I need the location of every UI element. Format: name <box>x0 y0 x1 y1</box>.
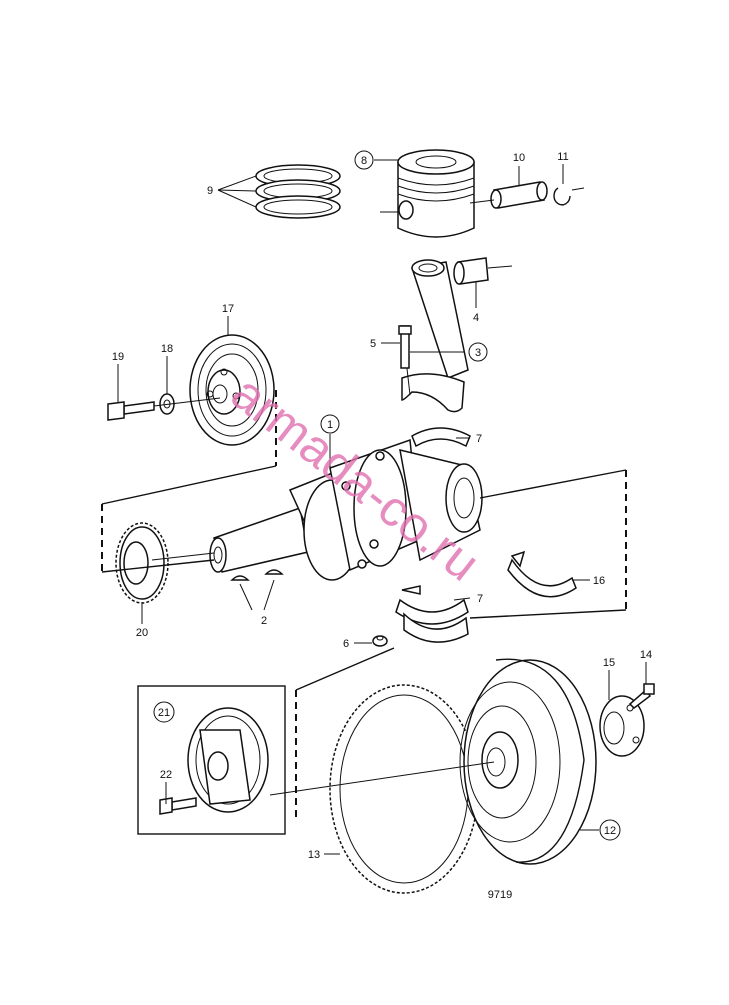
callout-19: 19 <box>112 351 124 363</box>
svg-text:12: 12 <box>604 825 616 837</box>
callout-3: 3 <box>468 342 488 362</box>
woodruff-keys <box>230 569 284 581</box>
callout-2: 2 <box>261 615 267 627</box>
small-end-bushing <box>453 257 513 285</box>
crank-pulley <box>189 334 275 446</box>
callout-10: 10 <box>513 152 525 164</box>
callout-6: 6 <box>343 638 349 650</box>
circlip <box>553 187 585 206</box>
callout-22: 22 <box>160 769 172 781</box>
callout-13: 13 <box>308 849 320 861</box>
piston-pin <box>469 181 548 209</box>
svg-text:21: 21 <box>158 707 170 719</box>
callout-7-upper: 7 <box>476 433 482 445</box>
callout-9: 9 <box>207 185 213 197</box>
assembly-outline <box>101 390 627 820</box>
callout-7-lower: 7 <box>477 593 483 605</box>
flywheel <box>269 658 597 865</box>
callout-20: 20 <box>136 627 148 639</box>
callout-16: 16 <box>593 575 605 587</box>
callout-11: 11 <box>557 151 568 163</box>
callout-5: 5 <box>370 338 376 350</box>
svg-text:3: 3 <box>475 347 481 359</box>
svg-text:8: 8 <box>361 155 367 167</box>
flywheel-bolt <box>628 683 655 709</box>
figure-number: 9719 <box>488 889 512 901</box>
crankshaft <box>209 438 483 581</box>
pulley-bolt <box>107 397 221 421</box>
piston-rings <box>255 164 341 219</box>
callout-4: 4 <box>473 312 479 324</box>
main-bearing-shell <box>507 550 577 598</box>
callout-12: 12 <box>599 819 621 841</box>
callout-14: 14 <box>640 649 652 661</box>
timing-gear <box>115 522 215 604</box>
callout-21: 21 <box>153 701 175 723</box>
piston <box>380 149 475 238</box>
connecting-rod <box>401 259 469 413</box>
rod-nut <box>372 635 388 647</box>
callout-8: 8 <box>354 150 374 170</box>
flywheel-ring-gear <box>329 684 479 894</box>
callout-15: 15 <box>603 657 615 669</box>
svg-text:1: 1 <box>327 419 333 431</box>
upper-bearing-shell <box>411 427 471 448</box>
callout-18: 18 <box>161 343 173 355</box>
callout-1: 1 <box>320 414 340 434</box>
callout-17: 17 <box>222 303 234 315</box>
rod-cap <box>403 612 469 643</box>
callouts: 1 2 3 4 5 6 7 7 8 9 10 11 12 13 14 15 16… <box>112 150 652 861</box>
leader-lines <box>117 159 647 855</box>
inset-box <box>137 685 286 835</box>
rod-bolt <box>398 325 412 369</box>
